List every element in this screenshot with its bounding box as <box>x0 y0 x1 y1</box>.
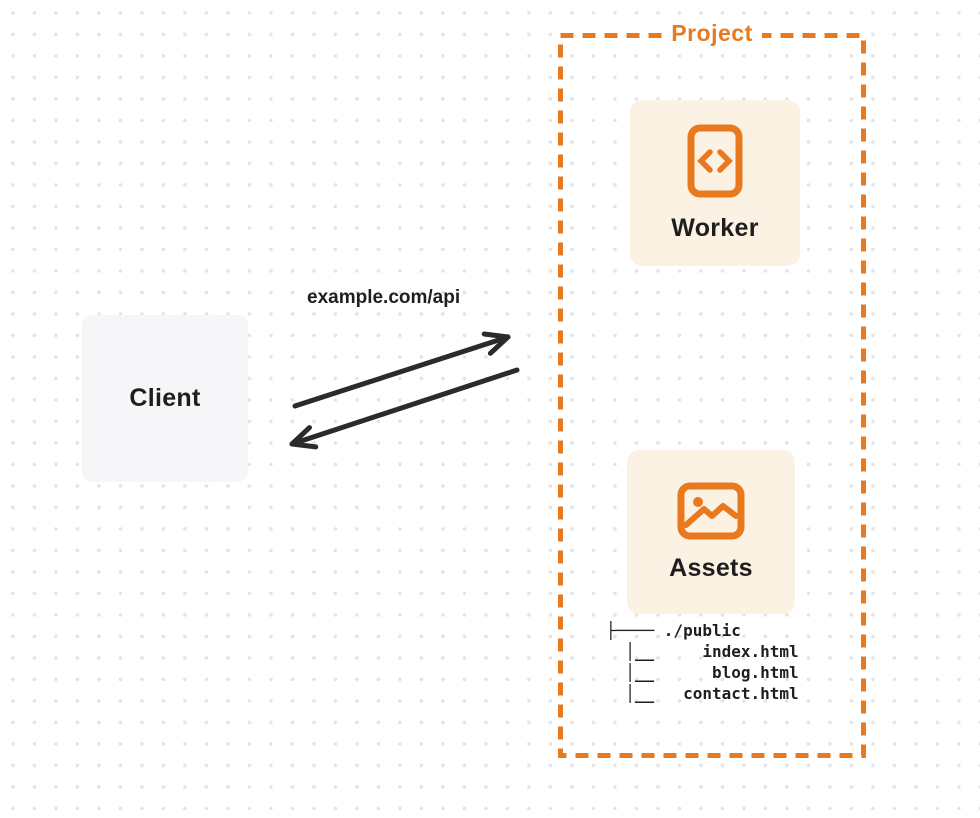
worker-node: Worker <box>630 100 800 266</box>
client-node: Client <box>82 315 248 482</box>
request-arrow <box>292 331 511 409</box>
client-label: Client <box>129 384 201 412</box>
code-file-icon <box>687 124 743 197</box>
project-label: Project <box>662 20 762 47</box>
response-arrow <box>289 367 520 450</box>
worker-label: Worker <box>671 213 759 242</box>
image-icon <box>677 482 745 539</box>
file-tree-blog: │__ blog.html <box>606 663 799 682</box>
file-tree-contact: │__ contact.html <box>606 684 799 703</box>
file-tree-root: ├──── ./public <box>606 621 741 640</box>
assets-label: Assets <box>669 553 753 582</box>
request-url-label: example.com/api <box>307 287 461 308</box>
project-label-wrap: Project <box>560 20 864 47</box>
project-dashed-border <box>558 33 866 758</box>
assets-file-tree: ├──── ./public │__ index.html │__ blog.h… <box>606 620 799 704</box>
file-tree-index: │__ index.html <box>606 642 799 661</box>
assets-node: Assets <box>627 450 795 614</box>
